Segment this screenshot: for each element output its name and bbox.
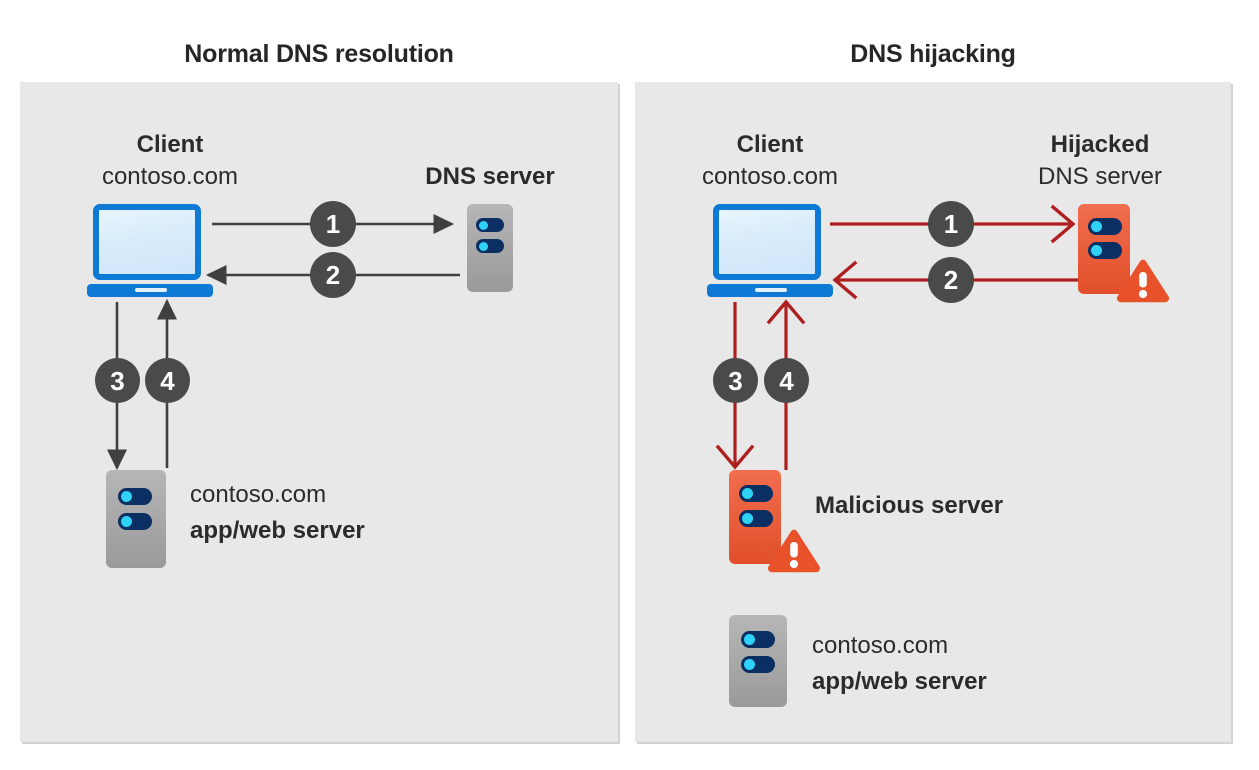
left-client-subtitle: contoso.com — [101, 163, 239, 190]
dns-hijacking-panel: Client contoso.com Hijacked DNS server — [635, 82, 1231, 742]
server-bay-2 — [118, 513, 152, 530]
server-bay-1 — [1088, 218, 1122, 235]
right-malicious-server-label: Malicious server — [815, 492, 1004, 519]
left-app-web-server-line1: contoso.com — [190, 481, 327, 508]
right-step-badge-1[interactable]: 1 — [928, 201, 974, 247]
laptop-screen — [713, 204, 821, 280]
left-step-badge-2[interactable]: 2 — [310, 252, 356, 298]
left-step-badge-1[interactable]: 1 — [310, 201, 356, 247]
right-client-title: Client — [736, 131, 804, 158]
server-led-1 — [1091, 221, 1102, 232]
right-panel-title: DNS hijacking — [850, 40, 1016, 68]
server-led-1 — [121, 491, 132, 502]
server-bay-2 — [476, 239, 504, 253]
server-bay-2 — [739, 510, 773, 527]
server-bay-2 — [741, 656, 775, 673]
right-hijacked-dns-server-icon — [1078, 204, 1130, 294]
left-client-title: Client — [136, 131, 204, 158]
server-bay-2 — [1088, 242, 1122, 259]
server-bay-1 — [739, 485, 773, 502]
server-led-1 — [742, 488, 753, 499]
laptop-notch — [755, 288, 787, 292]
server-bay-1 — [476, 218, 504, 232]
server-led-2 — [121, 516, 132, 527]
server-bay-1 — [118, 488, 152, 505]
right-client-laptop-icon — [707, 204, 833, 300]
server-led-1 — [744, 634, 755, 645]
right-hijacked-dns-subtitle: DNS server — [1037, 163, 1163, 190]
laptop-notch — [135, 288, 167, 292]
right-step-badge-2[interactable]: 2 — [928, 257, 974, 303]
malicious-server-warning-triangle-icon — [766, 527, 822, 575]
server-led-2 — [479, 241, 488, 251]
server-led-2 — [744, 659, 755, 670]
left-step-badge-3[interactable]: 3 — [95, 358, 140, 403]
hijacked-dns-warning-triangle-icon — [1115, 257, 1171, 305]
right-app-web-server-icon — [729, 615, 787, 707]
server-led-1 — [479, 220, 488, 230]
left-dns-server-icon — [467, 204, 513, 292]
right-hijacked-dns-title: Hijacked — [1050, 131, 1150, 158]
left-client-laptop-icon — [87, 204, 213, 300]
right-client-subtitle: contoso.com — [701, 163, 839, 190]
normal-dns-resolution-panel: Client contoso.com DNS server — [20, 82, 618, 742]
left-app-web-server-line2: app/web server — [190, 517, 365, 544]
right-step-badge-3[interactable]: 3 — [713, 358, 758, 403]
left-panel-title: Normal DNS resolution — [184, 40, 454, 68]
server-bay-1 — [741, 631, 775, 648]
left-dns-server-title: DNS server — [425, 163, 555, 190]
right-malicious-server-icon — [729, 470, 781, 564]
server-led-2 — [1091, 245, 1102, 256]
right-app-web-server-line1: contoso.com — [812, 632, 949, 659]
left-app-web-server-icon — [106, 470, 166, 568]
right-step-badge-4[interactable]: 4 — [764, 358, 809, 403]
left-step-badge-4[interactable]: 4 — [145, 358, 190, 403]
laptop-screen — [93, 204, 201, 280]
server-led-2 — [742, 513, 753, 524]
right-app-web-server-line2: app/web server — [812, 668, 987, 695]
